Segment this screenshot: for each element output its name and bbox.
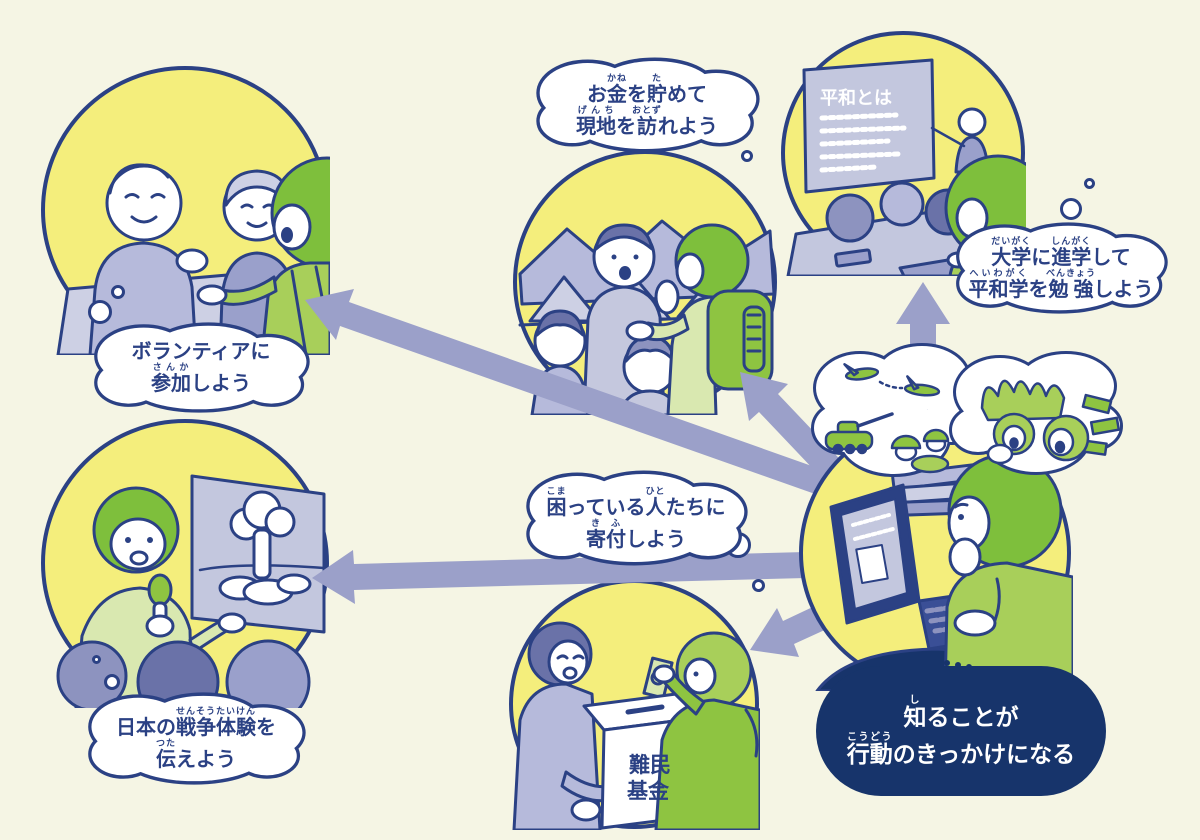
elderly-man-body [88,241,198,355]
audience-head [225,639,311,708]
thought-bubble-volunteer: ボランティアに 参加さんかしよう [90,320,312,415]
soldier-icon [890,434,922,462]
elderly-man-head [105,164,183,242]
bubble-trail-dot [1060,198,1082,220]
bubble-text: 困こまっている人ひとたちに [546,486,726,519]
thought-bubble-visit: お金かねを貯ためて 現地げんちを訪おとずれよう [532,55,762,155]
bubble-text: 大学だいがくに進学しんがくして [991,236,1131,269]
student-head [879,181,925,227]
bubble-text: 参加さんかしよう [151,363,251,395]
conclusion-panel: 知しることが 行動こうどうのきっかけになる [816,666,1106,796]
student-head [825,193,875,243]
bubble-text: 平和学へいわがくを勉強べんきょうしよう [968,268,1154,301]
bubble-trail-dot [741,150,753,162]
audience-head [136,640,220,708]
bubble-text: 寄付きふしよう [586,518,686,551]
kid-body [654,698,760,830]
bubble-trail-dot [104,674,120,690]
kid-face [683,657,717,695]
bubble-text: ボランティアに [131,339,271,363]
refugee-icon [986,412,1036,465]
thought-bubble-tell: 日本の戦争体験せんそうたいけんを 伝つたえよう [84,690,308,787]
bubble-text: 日本の戦争体験せんそうたいけんを [115,707,276,739]
pointer-stick [930,126,966,148]
tank-icon [824,412,894,455]
soldier-icon [922,428,950,453]
donation-box-label-bottom: 基金 [627,779,670,803]
plane-icon [903,375,941,397]
conclusion-text: 行動こうどうのきっかけになる [846,732,1076,768]
audience-head [56,640,128,708]
scene-volunteer [40,65,330,355]
woman-face [547,639,589,685]
bubble-trail-dot [92,655,101,664]
speaker-face [109,517,167,571]
flame-icon [980,379,1066,422]
bubble-trail-dot [111,285,125,299]
bubble-text: お金かねを貯ためて [586,73,707,106]
scene-central-thinker [797,415,1073,691]
backpack-icon [706,289,774,391]
refugee-icon [1042,414,1090,462]
scene-tell [40,418,330,708]
thought-cloud-fire [948,342,1123,487]
bubble-text: 伝つたえよう [155,739,236,771]
conclusion-text: 知しることが [903,694,1019,731]
donation-box-label-top: 難民 [629,753,671,777]
bubble-trail-dot [752,579,765,592]
hand-on-chin [948,537,982,577]
lecture-screen [802,58,936,194]
bubble-trail-dot [1084,178,1095,189]
typing-hand [953,609,997,637]
bubble-text: 現地げんちを訪おとずれよう [576,105,718,138]
scene-visit [512,149,778,415]
mushroom-cloud-icon [218,490,312,606]
thought-bubble-donate: 困こまっている人ひとたちに 寄付きふしよう [522,468,750,568]
teacher-head [957,107,987,137]
traveler-face [675,252,705,290]
bubble-trail-dot [88,300,112,324]
scene-donate: 難民 基金 [508,578,760,830]
volunteer-face [272,203,312,251]
thought-bubble-university: 大学だいがくに進学しんがくして 平和学へいわがくを勉強べんきょうしよう [952,220,1170,316]
board-title: 平和とは [820,88,892,109]
coin-slot [625,704,665,715]
plane-icon [843,363,880,381]
microphone-icon [147,573,173,607]
